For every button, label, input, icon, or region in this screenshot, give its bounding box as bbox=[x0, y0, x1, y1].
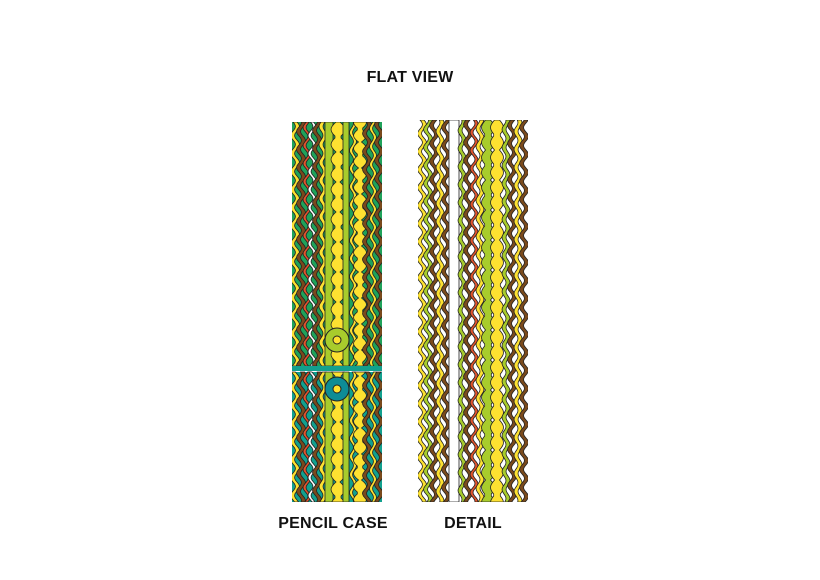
pattern-stripe bbox=[369, 371, 378, 502]
pattern-stripe bbox=[342, 122, 350, 367]
pattern-stripe bbox=[374, 122, 382, 367]
detail-label: DETAIL bbox=[444, 515, 502, 532]
pattern-stripe bbox=[469, 120, 479, 502]
seam-band bbox=[292, 366, 382, 371]
pattern-stripe bbox=[342, 371, 350, 502]
pattern-stripe bbox=[448, 120, 460, 502]
pattern-stripe bbox=[519, 120, 528, 502]
pencil-case-label: PENCIL CASE bbox=[278, 515, 388, 532]
button-hole bbox=[332, 384, 342, 394]
pattern-stripe bbox=[463, 120, 473, 502]
pattern-stripe bbox=[418, 120, 427, 502]
pencil-case-flat-pattern bbox=[292, 122, 382, 502]
pattern-stripe bbox=[429, 120, 439, 502]
button-hole bbox=[332, 335, 342, 345]
pattern-stripe bbox=[507, 120, 517, 502]
detail-pattern bbox=[418, 120, 528, 502]
pattern-stripe bbox=[501, 120, 511, 502]
pattern-stripe bbox=[349, 371, 357, 502]
pattern-stripe bbox=[490, 120, 504, 502]
page-title: FLAT VIEW bbox=[366, 69, 454, 86]
pattern-stripe bbox=[374, 371, 382, 502]
